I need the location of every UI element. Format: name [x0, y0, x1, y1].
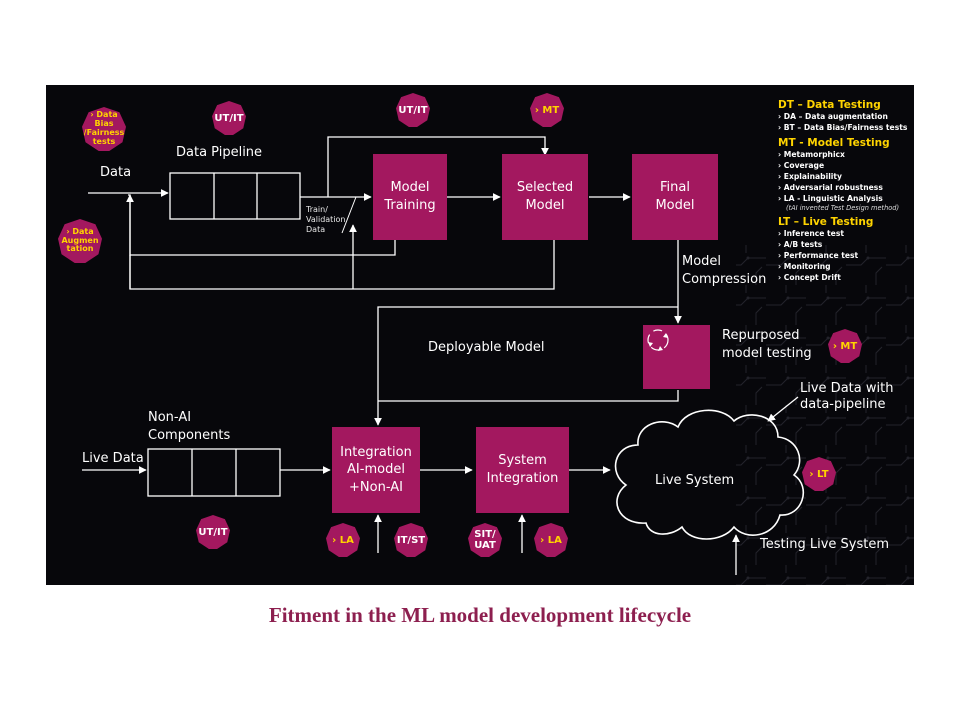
live-data-label: Live Data — [82, 451, 144, 466]
deployable-model-label: Deployable Model — [428, 340, 545, 355]
la-badge-system: › LA — [534, 523, 568, 557]
pipeline-to-selected-arrow — [327, 136, 549, 197]
it-st-badge: IT/ST — [394, 523, 428, 557]
deployable-model-line — [374, 306, 678, 426]
legend-item: › Explainability — [778, 172, 842, 181]
ut-it-badge-pipeline: UT/IT — [212, 101, 246, 135]
legend-item: › Concept Drift — [778, 273, 841, 282]
mt-badge-top: › MT — [530, 93, 564, 127]
ut-it-badge-nonai: UT/IT — [196, 515, 230, 549]
legend-item: › DA – Data augmentation — [778, 112, 888, 121]
legend-item: › Coverage — [778, 161, 825, 170]
legend-item: › A/B tests — [778, 240, 823, 249]
legend-item: › Performance test — [778, 251, 859, 260]
legend-item: › Inference test — [778, 229, 844, 238]
connector-lines — [82, 136, 914, 585]
la-badge-integration: › LA — [326, 523, 360, 557]
repurposed-model-box — [643, 325, 710, 389]
legend-dt-title: DT – Data Testing — [778, 99, 881, 111]
legend-note: (tAI invented Test Design method) — [786, 204, 900, 212]
training-feedback-line — [128, 194, 396, 256]
non-ai-block — [147, 448, 281, 497]
legend-mt-title: MT - Model Testing — [778, 137, 890, 149]
testing-live-system-label: Testing Live System — [760, 537, 889, 552]
cycle-icon — [647, 329, 669, 351]
data-label: Data — [100, 165, 132, 180]
figure-caption: Fitment in the ML model development life… — [268, 603, 692, 627]
circuit-texture — [736, 245, 914, 585]
selected-feedback-line — [129, 240, 555, 290]
data-pipeline-block — [169, 172, 301, 220]
testing-legend: DT – Data Testing › DA – Data augmentati… — [778, 99, 910, 283]
live-system-label: Live System — [655, 473, 735, 488]
legend-item: › LA - Linguistic Analysis — [778, 194, 883, 203]
live-system-cloud — [614, 409, 805, 540]
mt-badge-right: › MT — [828, 329, 862, 363]
legend-item: › Metamorphicx — [778, 150, 845, 159]
sit-uat-badge: SIT/UAT — [468, 523, 502, 557]
data-pipeline-label: Data Pipeline — [176, 145, 263, 160]
lt-badge: › LT — [802, 457, 836, 491]
legend-lt-title: LT – Live Testing — [778, 216, 874, 228]
ut-it-badge-training: UT/IT — [396, 93, 430, 127]
legend-item: › BT – Data Bias/Fairness tests — [778, 123, 908, 132]
legend-item: › Monitoring — [778, 262, 831, 271]
legend-item: › Adversarial robustness — [778, 183, 883, 192]
